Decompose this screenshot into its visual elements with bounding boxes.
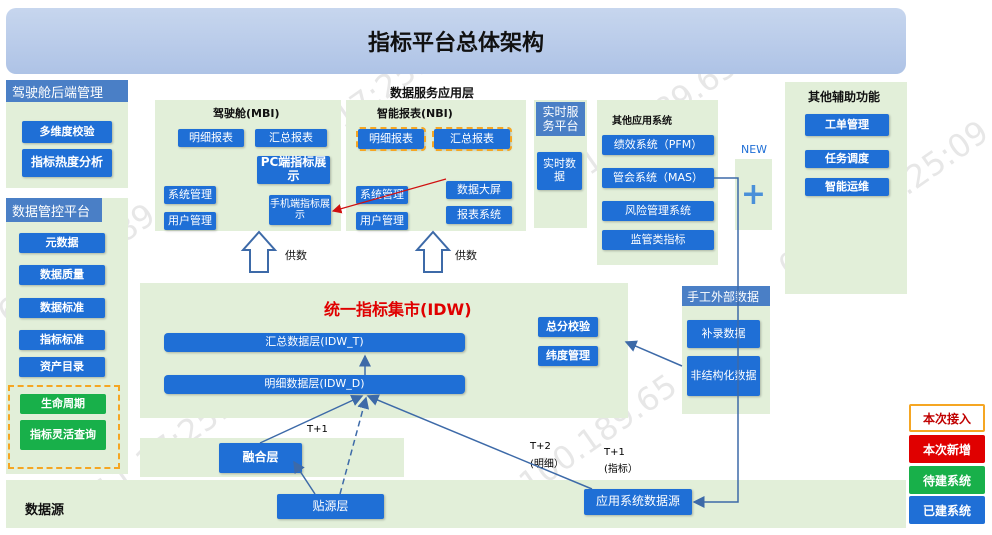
mbi-title: 驾驶舱(MBI) [213,107,280,120]
detail-layer-button[interactable]: 明细数据层(IDW_D) [164,375,465,394]
summary-layer-button[interactable]: 汇总数据层(IDW_T) [164,333,465,352]
data-screen-button[interactable]: 数据大屏 [446,181,512,199]
new-items-outline [8,385,120,469]
source-layer-button[interactable]: 贴源层 [277,494,384,519]
task-schedule-button[interactable]: 任务调度 [805,150,889,168]
lifecycle-button[interactable]: 生命周期 [20,394,106,414]
work-order-button[interactable]: 工单管理 [805,114,889,136]
supplement-data-button[interactable]: 补录数据 [687,320,760,348]
realtime-data-button[interactable]: 实时数据 [537,152,582,190]
service-layer-title: 数据服务应用层 [390,86,475,100]
unstructured-data-button[interactable]: 非结构化数据 [687,356,760,396]
other-apps-title: 其他应用系统 [612,116,672,127]
risk-system-button[interactable]: 风险管理系统 [602,201,714,221]
aux-title: 其他辅助功能 [808,90,881,104]
flexible-query-button[interactable]: 指标灵活查询 [20,420,106,450]
supply-arrow-left [240,230,278,273]
legend-connected: 本次接入 [909,404,985,432]
app-source-button[interactable]: 应用系统数据源 [584,489,692,515]
data-standard-button[interactable]: 数据标准 [19,298,105,318]
mbi-system-mgmt-button[interactable]: 系统管理 [164,186,216,204]
datasource-panel [6,480,906,528]
multi-dim-check-button[interactable]: 多维度校验 [22,121,112,143]
supply-label-right: 供数 [455,249,477,262]
total-check-button[interactable]: 总分校验 [538,317,598,337]
supply-arrow-right [414,230,452,273]
t1-right-label: T+1 [604,447,625,458]
report-system-button[interactable]: 报表系统 [446,206,512,224]
nbi-user-mgmt-button[interactable]: 用户管理 [356,212,408,230]
pc-metric-display-button[interactable]: PC端指标展示 [257,155,330,184]
plus-icon: + [740,177,767,212]
fusion-layer-button[interactable]: 融合层 [219,443,302,473]
idw-title: 统一指标集市(IDW) [324,300,472,319]
datasource-label: 数据源 [25,503,65,518]
nbi-system-mgmt-button[interactable]: 系统管理 [356,186,408,204]
mobile-metric-display-button[interactable]: 手机端指标展示 [269,195,331,225]
manual-data-header: 手工外部数据 [682,286,770,306]
dim-mgmt-button[interactable]: 纬度管理 [538,346,598,366]
data-quality-button[interactable]: 数据质量 [19,265,105,285]
mas-system-button[interactable]: 管会系统（MAS） [602,168,714,188]
pfm-system-button[interactable]: 绩效系统（PFM） [602,135,714,155]
nbi-detail-report-button[interactable]: 明细报表 [356,127,426,151]
cockpit-backend-header: 驾驶舱后端管理 [6,80,128,102]
t2-sub-label: (明细） [530,459,564,470]
new-label: NEW [741,143,768,156]
realtime-header: 实时服务平台 [536,102,585,136]
regulatory-metrics-button[interactable]: 监管类指标 [602,230,714,250]
legend-pending: 待建系统 [909,466,985,494]
t1-sub-label: (指标） [604,464,638,475]
mbi-summary-report-button[interactable]: 汇总报表 [255,129,327,147]
asset-catalog-button[interactable]: 资产目录 [19,357,105,377]
t1-left-label: T+1 [307,424,328,435]
mbi-user-mgmt-button[interactable]: 用户管理 [164,212,216,230]
supply-label-left: 供数 [285,249,307,262]
metric-standard-button[interactable]: 指标标准 [19,330,105,350]
mbi-detail-report-button[interactable]: 明细报表 [178,129,244,147]
legend-built: 已建系统 [909,496,985,524]
t2-label: T+2 [530,441,551,452]
new-system-placeholder[interactable]: + [735,159,772,230]
smart-ops-button[interactable]: 智能运维 [805,178,889,196]
page-title: 指标平台总体架构 [6,8,906,74]
metadata-button[interactable]: 元数据 [19,233,105,253]
nbi-title: 智能报表(NBI) [377,107,453,120]
legend-new: 本次新增 [909,435,985,463]
data-control-header: 数据管控平台 [6,198,102,222]
nbi-summary-report-button[interactable]: 汇总报表 [432,127,512,151]
manual-to-idw-arrow [624,340,683,367]
heat-analysis-button[interactable]: 指标热度分析 [22,149,112,177]
